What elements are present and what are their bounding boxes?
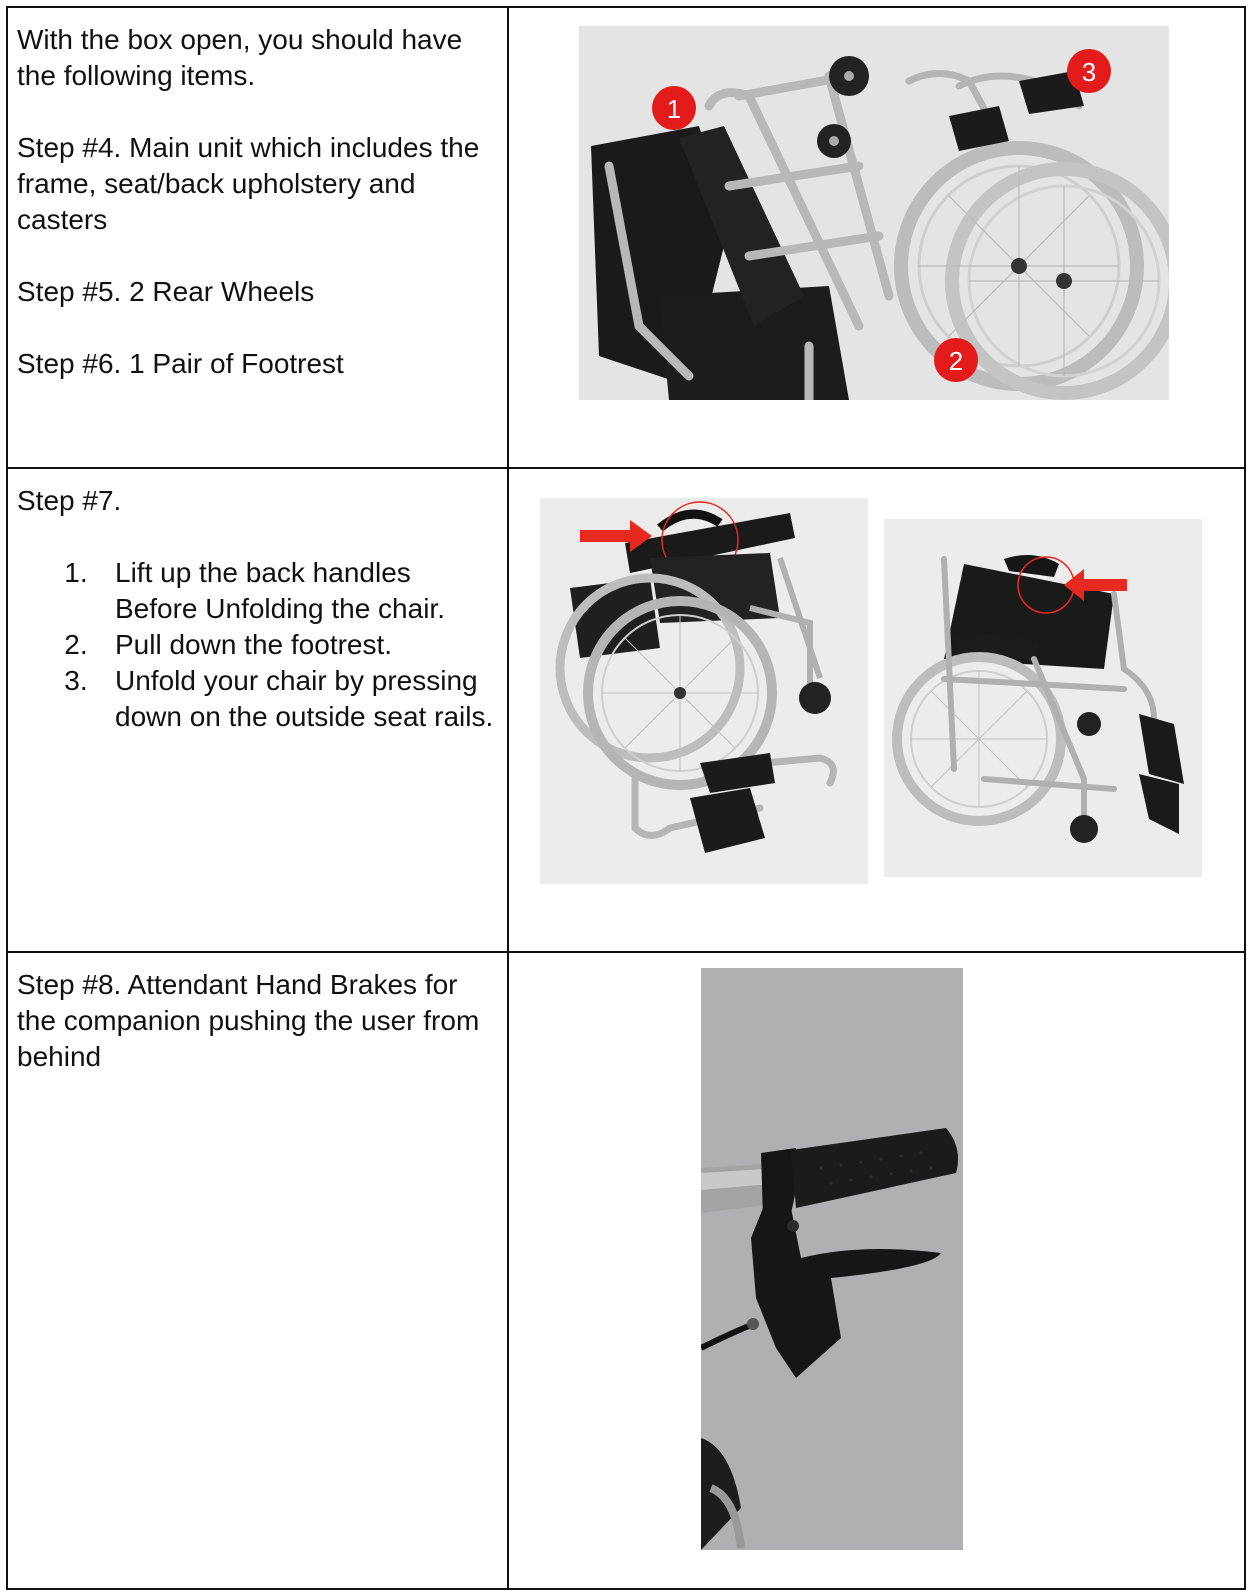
folded-chair-photo: [540, 498, 868, 884]
image-cell: 1 2 3: [508, 6, 1246, 469]
list-item: Unfold your chair by pressing down on th…: [111, 663, 497, 735]
step-7-list: Lift up the back handles Before Unfoldin…: [17, 555, 497, 735]
image-cell: [508, 469, 1246, 953]
unboxed-parts-photo: 1 2 3: [579, 26, 1169, 400]
hand-brake-photo: [701, 968, 963, 1550]
table-row: Step #7. Lift up the back handles Before…: [6, 469, 1246, 953]
step-6-text: Step #6. 1 Pair of Footrest: [17, 348, 344, 379]
text-cell: With the box open, you should have the f…: [6, 6, 508, 469]
step-4-text: Step #4. Main unit which includes the fr…: [17, 132, 480, 235]
step-5-text: Step #5. 2 Rear Wheels: [17, 276, 315, 307]
badge-1: 1: [667, 94, 681, 124]
unfolded-chair-photo: [884, 519, 1202, 877]
text-cell: Step #7. Lift up the back handles Before…: [6, 469, 508, 953]
instruction-table: With the box open, you should have the f…: [6, 6, 1246, 1590]
image-cell: [508, 953, 1246, 1590]
text-cell: Step #8. Attendant Hand Brakes for the c…: [6, 953, 508, 1590]
badge-2: 2: [949, 346, 963, 376]
list-item: Pull down the footrest.: [111, 627, 497, 663]
badge-3: 3: [1082, 57, 1096, 87]
intro-text: With the box open, you should have the f…: [17, 24, 463, 91]
table-row: With the box open, you should have the f…: [6, 6, 1246, 469]
table-row: Step #8. Attendant Hand Brakes for the c…: [6, 953, 1246, 1590]
step-7-heading: Step #7.: [17, 485, 122, 516]
list-item: Lift up the back handles Before Unfoldin…: [111, 555, 497, 627]
step-8-text: Step #8. Attendant Hand Brakes for the c…: [17, 969, 480, 1072]
